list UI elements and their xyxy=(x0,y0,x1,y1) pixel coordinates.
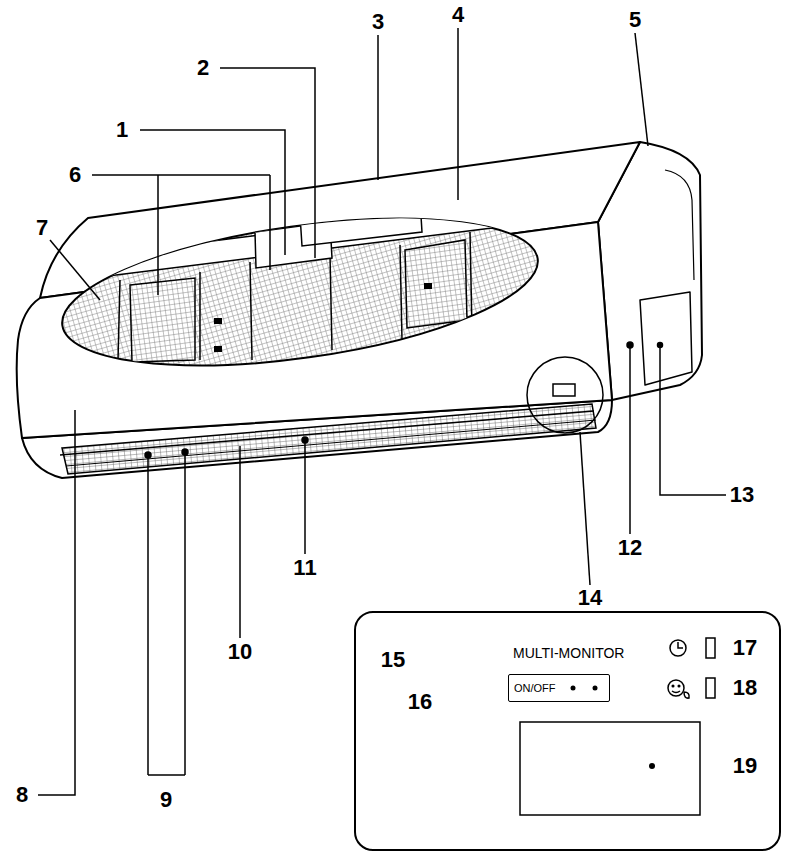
air-intake-grille xyxy=(60,200,540,282)
callout-number: 9 xyxy=(158,789,174,811)
filter-mark xyxy=(214,318,222,324)
callout-number: 19 xyxy=(731,755,759,777)
display-highlight xyxy=(527,357,603,433)
button-title: MULTI-MONITOR xyxy=(513,645,624,661)
air-intake-grille xyxy=(405,240,467,328)
callout-number: 7 xyxy=(34,217,50,239)
air-intake-grille xyxy=(300,200,422,246)
air-intake-grille xyxy=(53,193,547,391)
leader-line xyxy=(50,240,100,300)
callout-number: 16 xyxy=(406,691,434,713)
leader-line xyxy=(580,432,590,585)
air-intake-grille xyxy=(53,193,547,391)
display-panel xyxy=(520,722,700,815)
display-panel xyxy=(355,612,780,850)
display-panel xyxy=(706,678,715,698)
display-panel xyxy=(668,680,689,698)
air-outlet-louver xyxy=(62,404,596,474)
air-intake-grille xyxy=(130,278,195,362)
unit-body xyxy=(17,142,702,478)
callout-number: 10 xyxy=(226,641,254,663)
leader-line xyxy=(304,440,306,554)
display-highlight xyxy=(527,342,663,433)
display-highlight xyxy=(553,384,575,396)
leader-line xyxy=(220,68,315,258)
unit-body xyxy=(640,292,692,385)
leader-line xyxy=(92,175,270,295)
callout-number: 18 xyxy=(731,677,759,699)
leader-line xyxy=(660,345,726,495)
callout-number: 13 xyxy=(728,484,756,506)
display-panel xyxy=(649,763,655,769)
display-panel xyxy=(678,685,680,687)
leader-line xyxy=(635,33,648,146)
button-label: ON/OFF xyxy=(514,682,556,694)
display-panel xyxy=(593,686,598,691)
filter-mark xyxy=(214,283,432,352)
display-panel xyxy=(684,692,689,698)
filter-mark xyxy=(424,283,432,289)
callout-number: 5 xyxy=(627,9,643,31)
callout-number: 11 xyxy=(291,557,318,579)
filter-mark xyxy=(214,346,222,352)
leader-line xyxy=(377,35,379,180)
callout-number: 4 xyxy=(450,4,466,26)
unit-body xyxy=(665,170,694,280)
display-panel xyxy=(672,691,680,693)
display-panel xyxy=(706,638,715,658)
button-box: MULTI-MONITORON/OFF xyxy=(508,674,610,702)
display-panel xyxy=(670,640,686,656)
display-panel xyxy=(571,686,576,691)
callout-number: 2 xyxy=(195,57,211,79)
callout-number: 17 xyxy=(731,637,759,659)
leader-line xyxy=(38,410,75,795)
air-outlet-louver xyxy=(60,411,594,455)
callout-number: 14 xyxy=(576,587,604,609)
air-outlet-louver xyxy=(60,404,596,474)
air-outlet-louver xyxy=(66,420,596,466)
display-panel xyxy=(355,612,780,850)
callout-number: 1 xyxy=(114,119,130,141)
callout-number: 15 xyxy=(379,649,407,671)
callout-number: 12 xyxy=(616,537,644,559)
callout-number: 8 xyxy=(14,784,30,806)
callout-number: 6 xyxy=(67,164,83,186)
display-panel xyxy=(668,680,684,696)
display-panel xyxy=(678,642,683,648)
display-panel xyxy=(672,685,674,687)
air-intake-grille xyxy=(60,200,540,362)
leader-line xyxy=(239,446,241,638)
display-panel xyxy=(670,640,686,656)
callout-number: 3 xyxy=(370,11,386,33)
leader-line xyxy=(148,452,185,775)
leader-line xyxy=(629,345,631,534)
leader-line xyxy=(457,28,459,200)
leader-line xyxy=(140,130,285,255)
